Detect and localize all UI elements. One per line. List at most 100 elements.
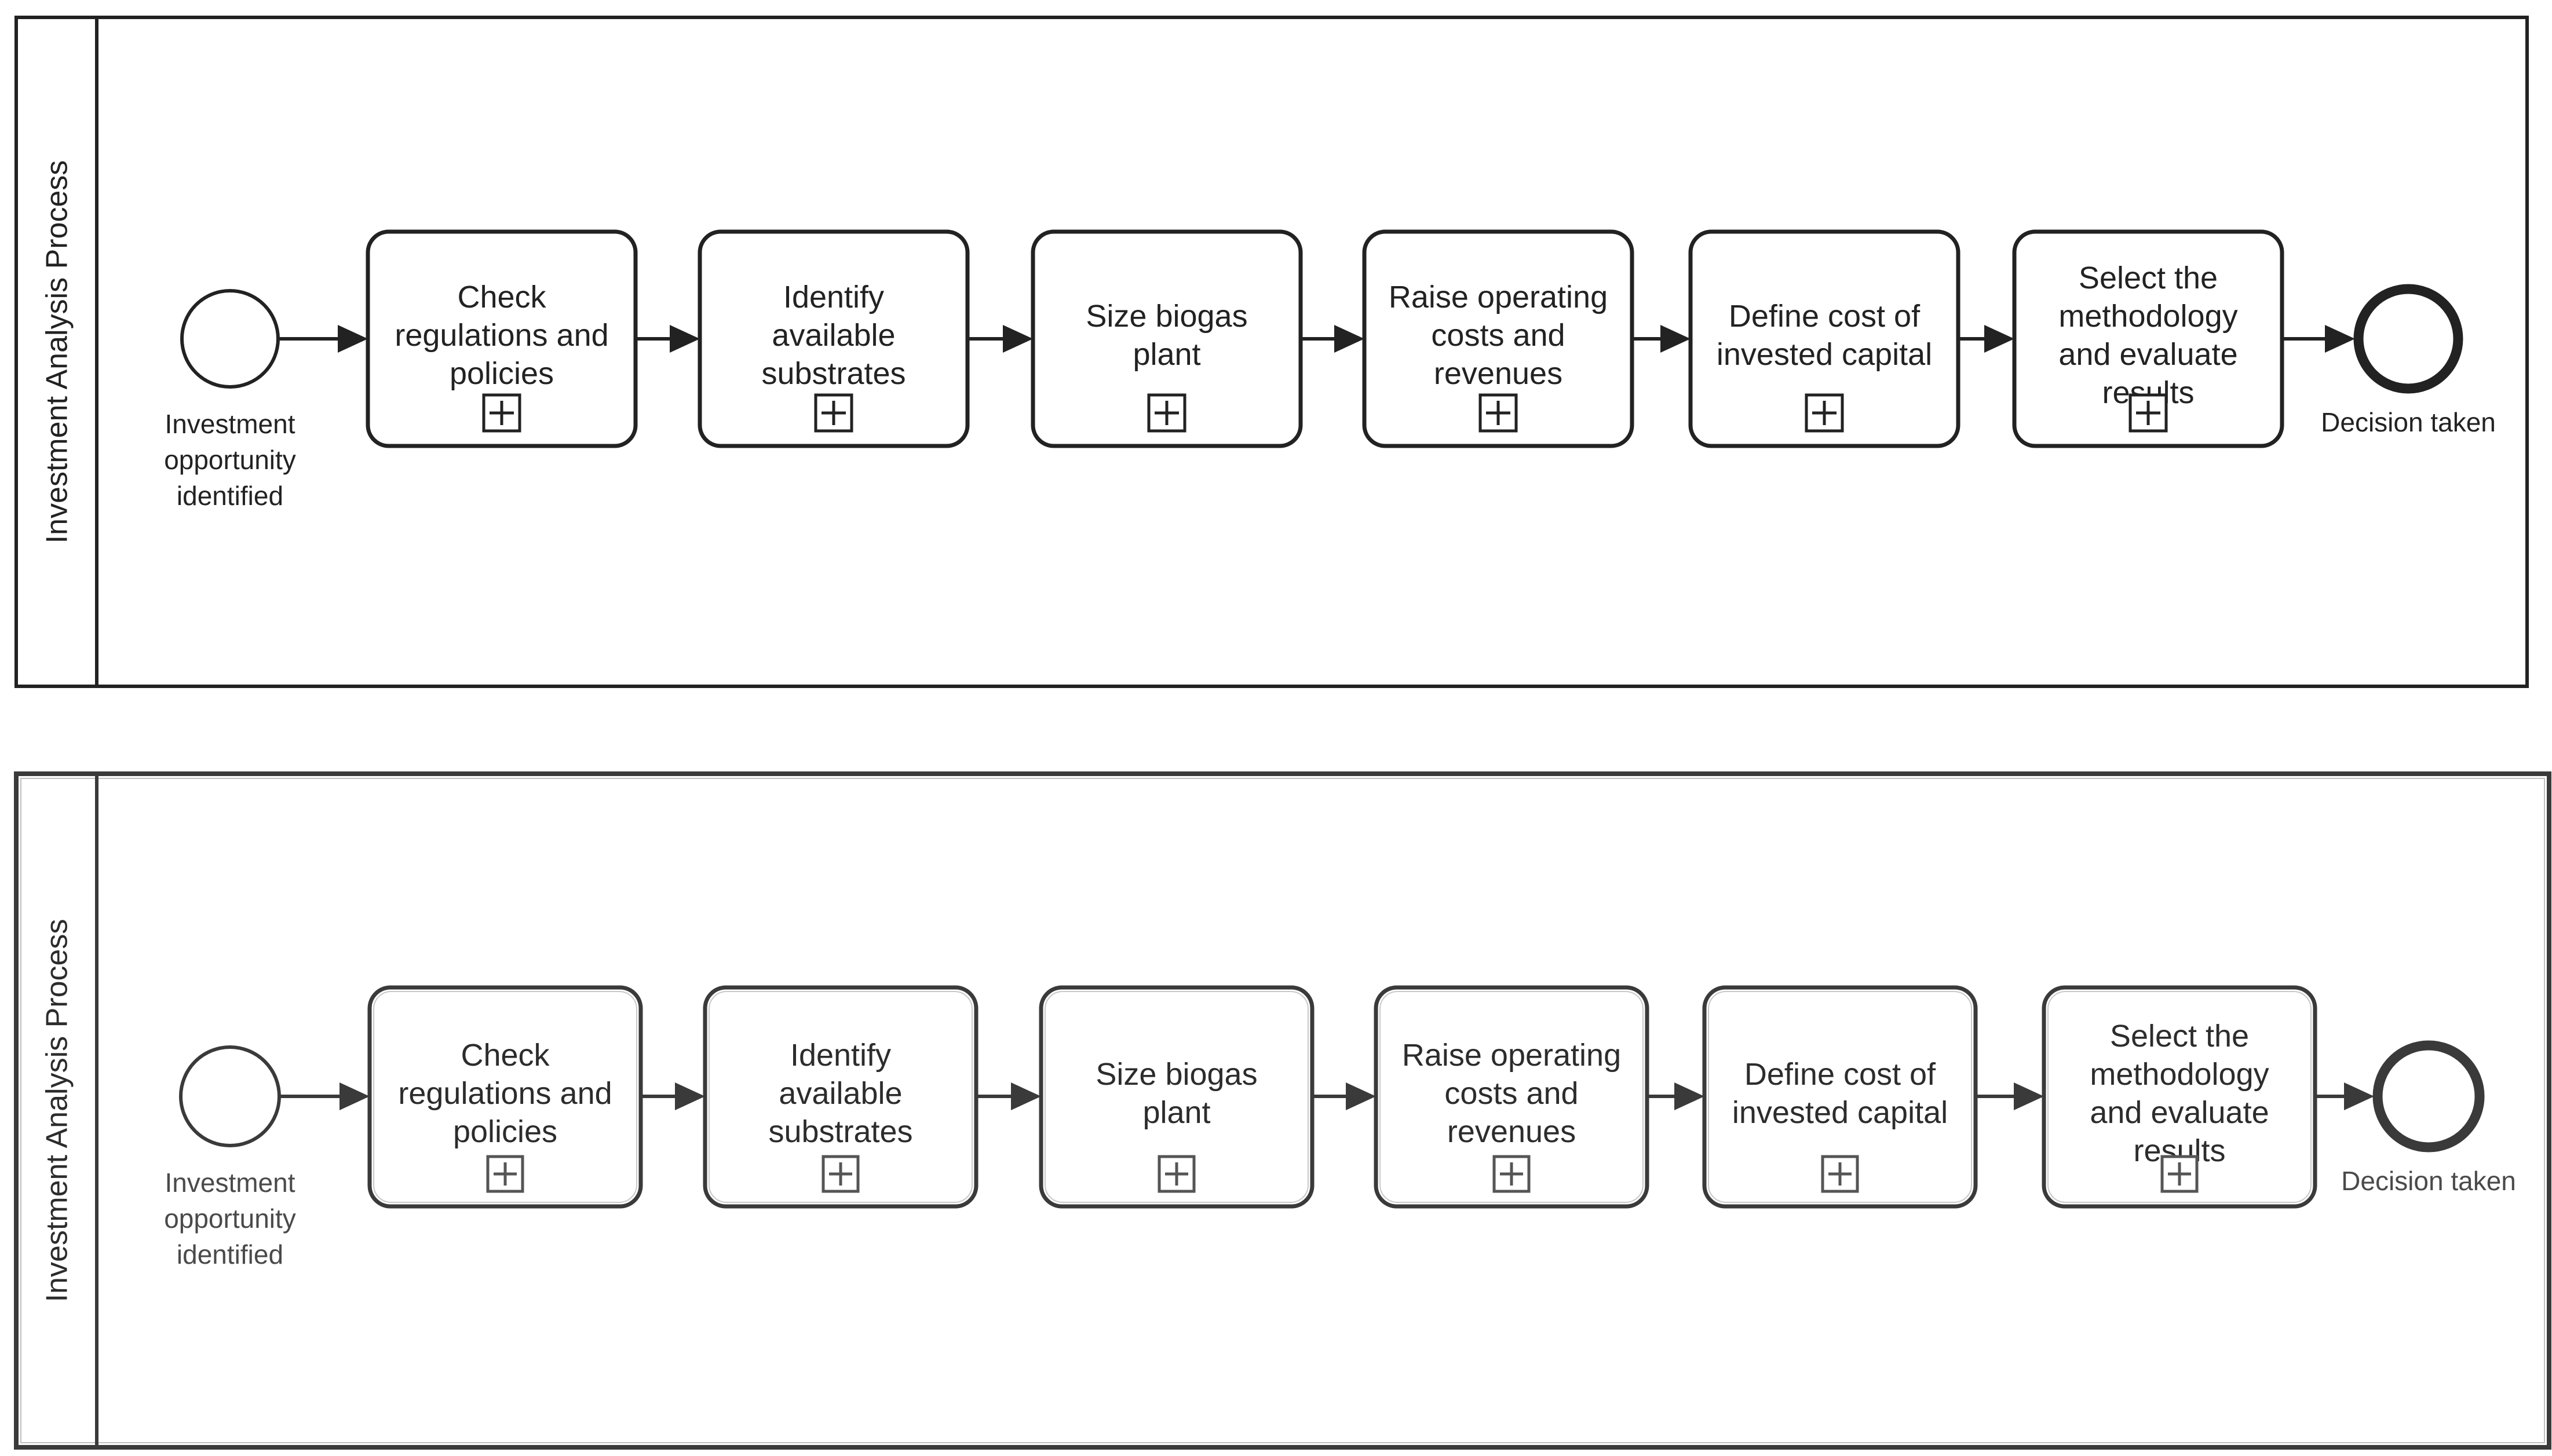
- text-line: Size biogas: [1086, 299, 1247, 334]
- text-line: Select the: [2079, 261, 2218, 295]
- text-line: revenues: [1434, 356, 1562, 391]
- arrowhead: [2014, 1082, 2044, 1110]
- arrowhead: [1660, 325, 1691, 353]
- text-line: methodology: [2090, 1057, 2269, 1092]
- end-event-label: Decision taken: [2341, 1166, 2516, 1196]
- text-line: regulations and: [395, 318, 608, 353]
- end-event[interactable]: [2353, 284, 2463, 394]
- subprocess-expand-icon[interactable]: [1147, 393, 1186, 433]
- subprocess-expand-icon[interactable]: [1492, 1155, 1531, 1193]
- subprocess-expand-icon[interactable]: [2129, 393, 2168, 433]
- text-line: Identify: [783, 280, 884, 314]
- text-line: methodology: [2058, 299, 2237, 334]
- end-event[interactable]: [2372, 1040, 2485, 1153]
- arrowhead: [339, 1082, 370, 1110]
- text-line: Select the: [2110, 1019, 2249, 1053]
- arrowhead: [2344, 1082, 2374, 1110]
- start-event[interactable]: [179, 1045, 281, 1147]
- text-line: Define cost of: [1729, 299, 1921, 334]
- task-box-inner: [1708, 991, 1972, 1203]
- start-event[interactable]: [180, 289, 280, 389]
- text-line: opportunity: [164, 445, 296, 475]
- text-line: Check: [457, 280, 546, 314]
- task-box-inner: [373, 991, 637, 1203]
- subprocess-expand-icon[interactable]: [1478, 393, 1518, 433]
- arrowhead: [1003, 325, 1033, 353]
- subprocess-expand-icon[interactable]: [1821, 1155, 1859, 1193]
- text-line: Decision taken: [2321, 407, 2496, 437]
- subprocess-expand-icon[interactable]: [482, 393, 521, 433]
- text-line: Decision taken: [2341, 1166, 2516, 1196]
- subprocess-expand-icon[interactable]: [486, 1155, 524, 1193]
- arrowhead: [1674, 1082, 1704, 1110]
- text-line: invested capital: [1732, 1095, 1948, 1130]
- text-line: Investment: [165, 409, 295, 439]
- arrowhead: [1984, 325, 2014, 353]
- subprocess-expand-icon[interactable]: [2160, 1155, 2199, 1193]
- start-event-label: Investment opportunity identified: [164, 409, 296, 511]
- subprocess-expand-icon[interactable]: [822, 1155, 860, 1193]
- text-line: policies: [450, 356, 554, 391]
- pool-frame-inner: [20, 778, 2545, 1443]
- text-line: available: [779, 1076, 902, 1111]
- text-line: Define cost of: [1744, 1057, 1936, 1092]
- text-line: policies: [453, 1114, 557, 1149]
- arrowhead: [1346, 1082, 1376, 1110]
- text-line: Identify: [790, 1038, 891, 1073]
- task-box-inner: [709, 991, 973, 1203]
- text-line: plant: [1142, 1095, 1210, 1130]
- subprocess-expand-icon[interactable]: [1805, 393, 1844, 433]
- text-line: Investment: [165, 1168, 295, 1198]
- arrowhead: [670, 325, 700, 353]
- text-line: substrates: [761, 356, 906, 391]
- arrowhead: [675, 1082, 705, 1110]
- task-box-inner: [1379, 991, 1644, 1203]
- text-line: Raise operating: [1389, 280, 1608, 314]
- pool-label: Investment Analysis Process: [41, 160, 74, 544]
- end-event-label: Decision taken: [2321, 407, 2496, 437]
- subprocess-expand-icon[interactable]: [1158, 1155, 1196, 1193]
- text-line: regulations and: [398, 1076, 612, 1111]
- text-line: opportunity: [164, 1203, 296, 1234]
- text-line: Check: [461, 1038, 550, 1073]
- subprocess-expand-icon[interactable]: [814, 393, 853, 433]
- text-line: plant: [1133, 337, 1200, 372]
- pool-label: Investment Analysis Process: [41, 919, 74, 1303]
- text-line: Size biogas: [1096, 1057, 1257, 1092]
- task-box-inner: [2047, 991, 2312, 1203]
- arrowhead: [1334, 325, 1364, 353]
- text-line: costs and: [1431, 318, 1565, 353]
- text-line: identified: [177, 481, 283, 511]
- text-line: substrates: [768, 1114, 912, 1149]
- arrowhead: [2325, 325, 2355, 353]
- text-line: Raise operating: [1402, 1038, 1621, 1073]
- text-line: and evaluate: [2058, 337, 2237, 372]
- task-box-inner: [1045, 991, 1309, 1203]
